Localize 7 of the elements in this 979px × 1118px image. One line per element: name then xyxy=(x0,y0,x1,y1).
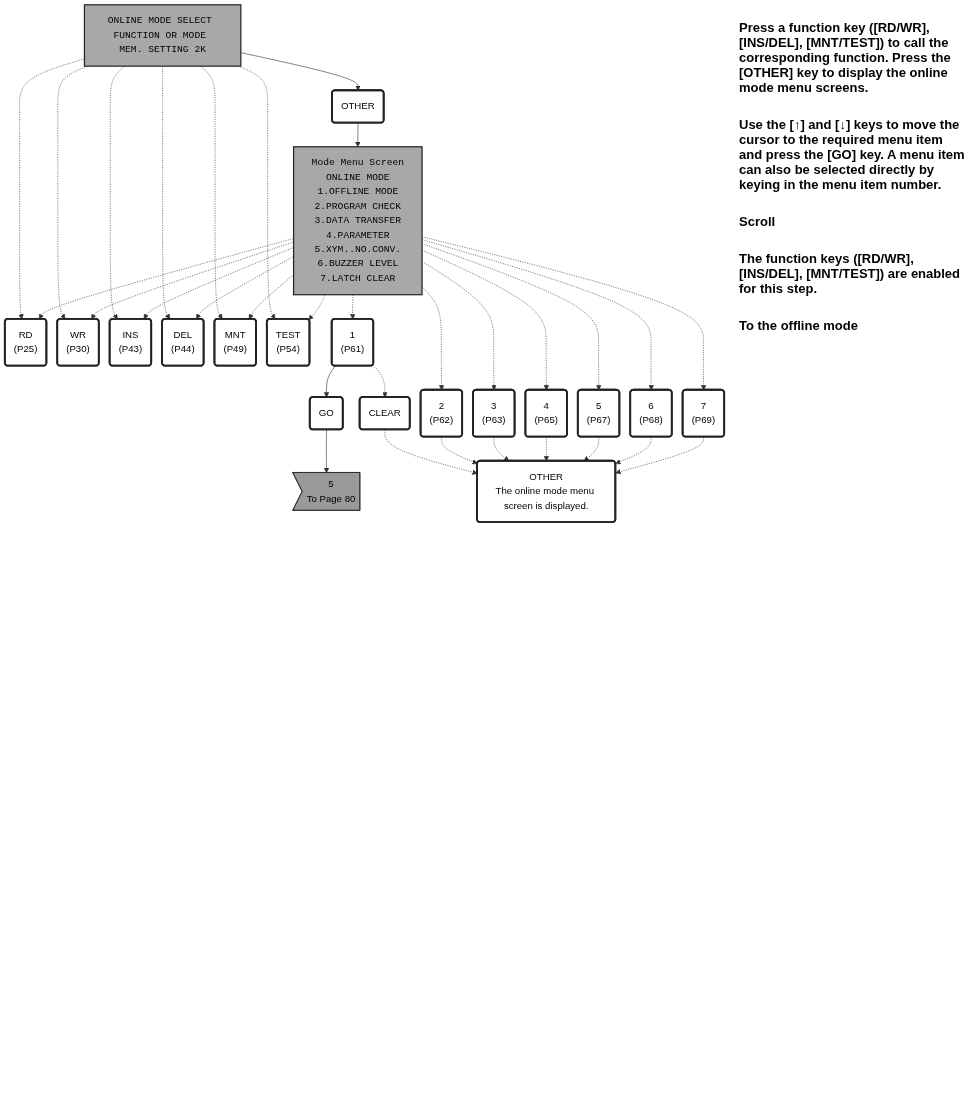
note-text: Press a function key ([RD/WR], [INS/DEL], [MNT/TEST]) to call the corresponding function. Press the [OTHER] key to display the online mode menu screens. xyxy=(739,20,952,95)
note-text: To the offline mode xyxy=(739,318,859,333)
note-text: Use the [↑] and [↓] keys to move the cursor to the required menu item and press the [GO] key. A menu item can also be selected directly by keying in the menu item number. xyxy=(739,117,966,192)
note-text: Scroll xyxy=(739,214,777,229)
node-box: Mode Menu Screen ONLINE MODE 1.OFFLINE MODE 2.PROGRAM CHECK 3.DATA TRANSFER 4.PARAMETER 5.XYM..NO.CONV. 6.BUZZER LEVEL 7.LATCH CLEAR xyxy=(292,146,423,296)
node-box: ONLINE MODE SELECT FUNCTION OR MODE MEM. SETTING 2K xyxy=(83,4,242,67)
note-text: The function keys ([RD/WR], [INS/DEL], [MNT/TEST]) are enabled for this step. xyxy=(739,251,961,296)
